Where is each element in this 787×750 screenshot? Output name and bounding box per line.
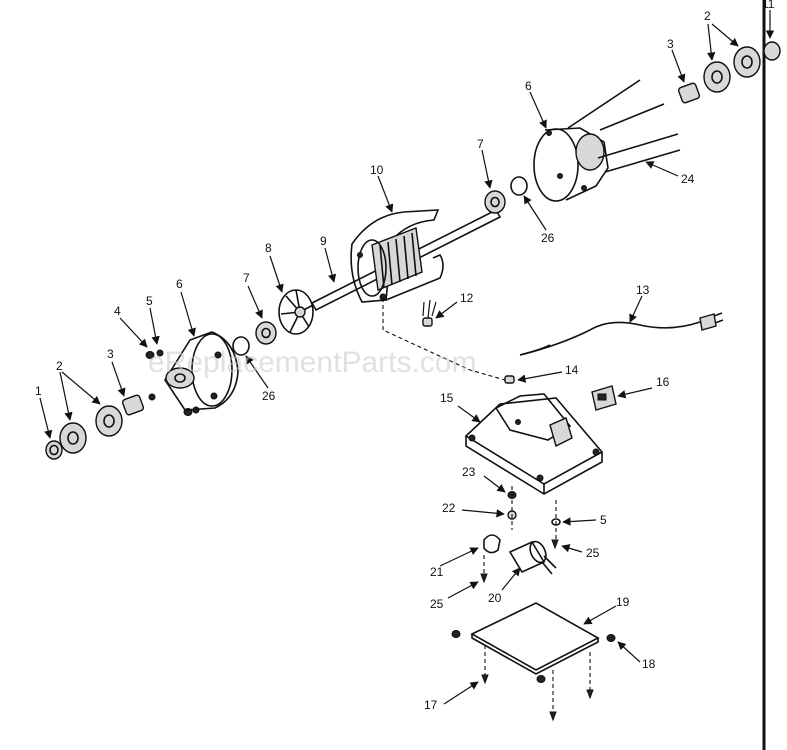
callout-7-right: 7 xyxy=(477,137,484,151)
callout-6-left: 6 xyxy=(176,277,183,291)
callout-3-right: 3 xyxy=(667,37,674,51)
part-26-wave-washer-right xyxy=(510,176,528,196)
part-16-switch xyxy=(591,385,617,411)
part-24-through-bolts xyxy=(567,79,681,173)
part-14-strain-relief xyxy=(504,375,515,384)
part-21-capacitor-clamp xyxy=(483,534,501,554)
callout-6-right: 6 xyxy=(525,79,532,93)
part-15-base xyxy=(464,393,604,495)
callout-5-left: 5 xyxy=(146,294,153,308)
callout-17: 17 xyxy=(424,698,438,712)
callout-labels: 1 2 3 4 5 6 7 8 9 26 10 12 7 26 6 24 3 2… xyxy=(35,0,775,712)
callout-25-left: 25 xyxy=(430,597,444,611)
callout-24: 24 xyxy=(681,172,695,186)
part-12-wire-connector xyxy=(422,299,437,327)
callout-21: 21 xyxy=(430,565,444,579)
leader-arrows xyxy=(39,10,775,705)
callout-18: 18 xyxy=(642,657,656,671)
callout-26-right: 26 xyxy=(541,231,555,245)
part-26-wave-washer-left xyxy=(232,336,250,356)
part-2-washer-left-b xyxy=(95,405,123,437)
part-2-washers-right xyxy=(703,46,761,93)
callout-10: 10 xyxy=(370,163,384,177)
part-7-bearing-left xyxy=(255,321,277,345)
callout-2-left: 2 xyxy=(56,359,63,373)
part-8-fan xyxy=(278,289,314,335)
callout-2-right: 2 xyxy=(704,9,711,23)
callout-12: 12 xyxy=(460,291,474,305)
part-10-rotor-stator xyxy=(350,209,444,303)
callout-4: 4 xyxy=(114,304,121,318)
part-3-bushing-right xyxy=(677,82,701,104)
assembly-lines xyxy=(382,298,591,712)
callout-3-left: 3 xyxy=(107,347,114,361)
callout-16: 16 xyxy=(656,375,670,389)
part-2-washer-left xyxy=(59,422,87,454)
part-18-nuts xyxy=(451,630,616,683)
part-17-screws xyxy=(481,674,594,722)
part-20-capacitor xyxy=(508,540,557,575)
part-25-screws xyxy=(480,539,559,584)
part-6-end-bell-left xyxy=(164,331,239,411)
callout-5-base: 5 xyxy=(600,513,607,527)
part-1-nut xyxy=(45,440,63,460)
watermark-text: eReplacementParts.com xyxy=(148,346,476,379)
part-7-bearing-right xyxy=(484,190,506,214)
part-4-5-screws-left xyxy=(145,349,200,416)
callout-14: 14 xyxy=(565,363,579,377)
part-13-power-cord xyxy=(519,312,724,356)
callout-20: 20 xyxy=(488,591,502,605)
part-3-bushing-left xyxy=(121,394,145,416)
part-19-bottom-plate xyxy=(470,602,600,675)
callout-1: 1 xyxy=(35,384,42,398)
part-6-end-bell-right xyxy=(533,127,609,202)
callout-8: 8 xyxy=(265,241,272,255)
callout-9: 9 xyxy=(320,234,327,248)
callout-15: 15 xyxy=(440,391,454,405)
callout-23: 23 xyxy=(462,465,476,479)
callout-11: 11 xyxy=(762,0,775,11)
part-11-nut-right xyxy=(763,41,781,61)
callout-7-left: 7 xyxy=(243,271,250,285)
callout-22: 22 xyxy=(442,501,456,515)
callout-25-right: 25 xyxy=(586,546,600,560)
part-9-shaft xyxy=(310,208,502,312)
callout-19: 19 xyxy=(616,595,630,609)
callout-26-left: 26 xyxy=(262,389,276,403)
callout-13: 13 xyxy=(636,283,650,297)
